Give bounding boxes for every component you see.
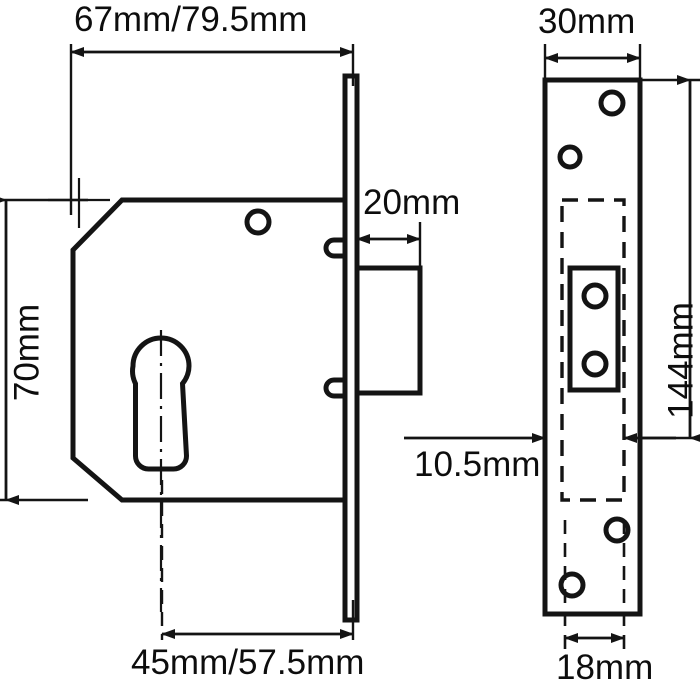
dimension-label-faceplate-height: 144mm <box>661 302 700 419</box>
screw-hole-3 <box>603 516 631 544</box>
dimension-label-bolt-throw: 20mm <box>363 183 461 222</box>
euro-cylinder-keyhole <box>130 335 192 472</box>
lock-case-outline <box>70 197 348 503</box>
bolt-hole-bottom <box>581 350 609 378</box>
dimension-label-backset: 45mm/57.5mm <box>131 643 365 682</box>
faceplate-outline <box>542 77 643 617</box>
hidden-lock-case-outline <box>560 198 626 502</box>
bolt-face-plate <box>567 265 621 393</box>
fixing-lug-top <box>323 237 345 259</box>
bolt-hole-top <box>581 282 609 310</box>
fixing-lug-bottom <box>323 377 345 399</box>
screw-hole-2 <box>557 144 583 170</box>
witness-lines-bolt-throw <box>355 222 422 268</box>
dimension-label-case-height: 70mm <box>7 303 47 402</box>
dimension-label-case-width: 67mm/79.5mm <box>74 0 308 39</box>
witness-lines-case-width <box>69 44 355 215</box>
dimension-label-edge-offset: 10.5mm <box>414 445 541 484</box>
dimension-label-faceplate-width: 30mm <box>538 2 636 41</box>
screw-hole-1 <box>598 89 626 117</box>
dimension-label-bolt-width: 18mm <box>556 648 654 687</box>
center-cross <box>48 178 110 228</box>
follower-hole <box>244 208 272 236</box>
deadbolt-profile <box>354 265 423 396</box>
screw-hole-4 <box>558 571 586 599</box>
